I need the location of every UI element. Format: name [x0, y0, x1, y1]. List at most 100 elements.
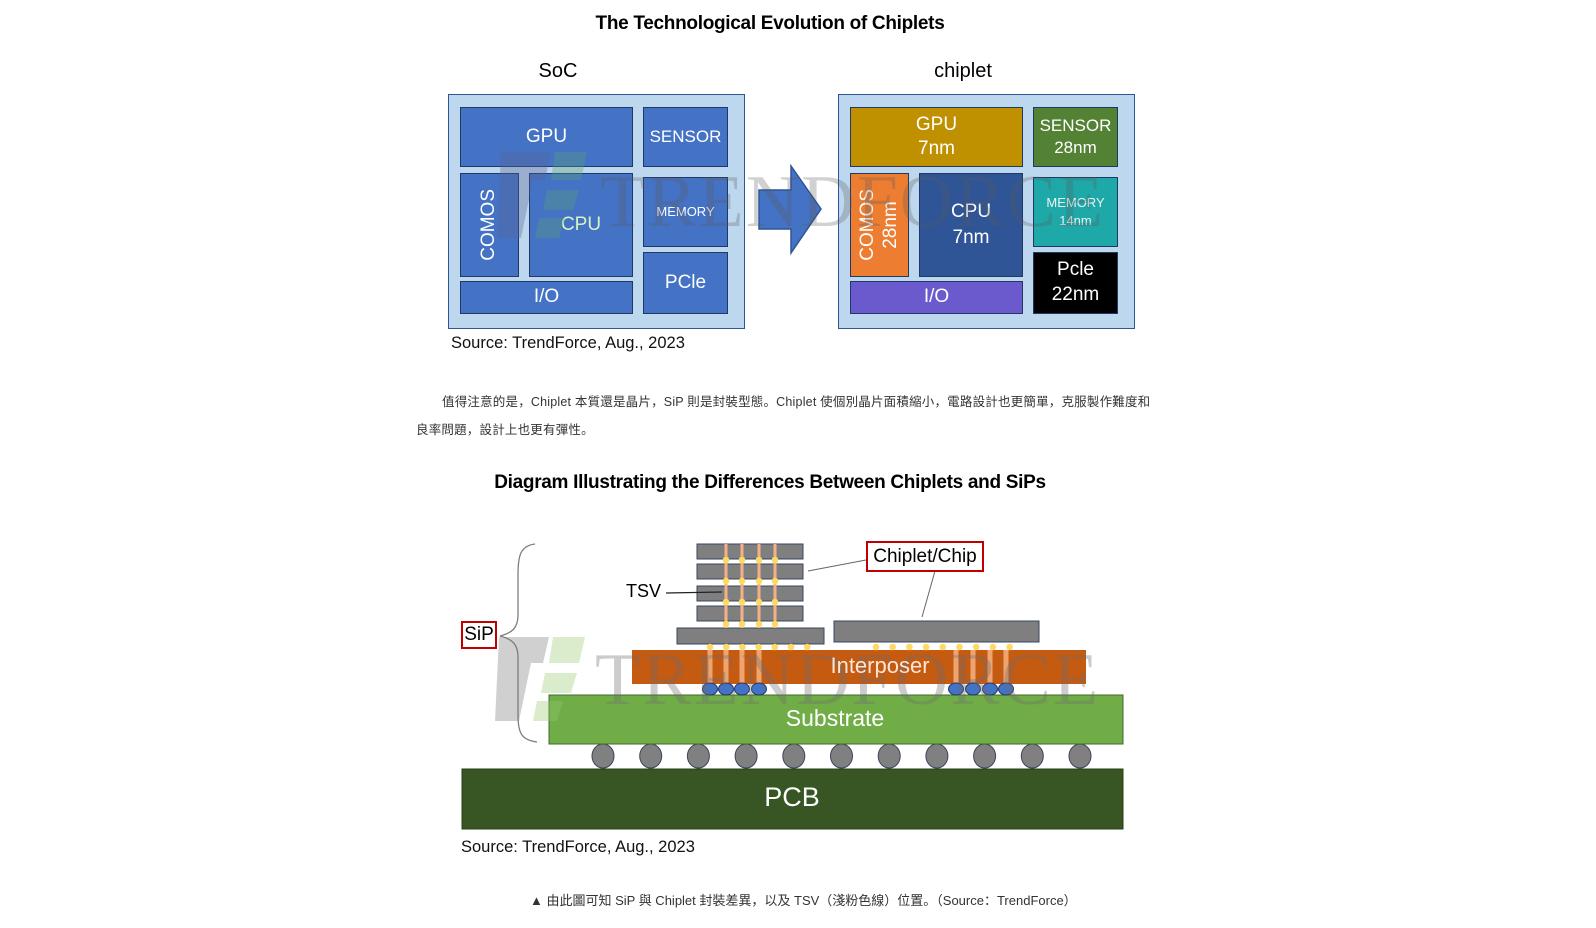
- sip-label: SiP: [461, 621, 497, 649]
- solder-ball: [925, 743, 949, 769]
- solder-ball: [1020, 743, 1044, 769]
- interposer-tsv-line: [756, 650, 762, 684]
- chiplet-chip-label: Chiplet/Chip: [866, 541, 984, 572]
- figure1-source: Source: TrendForce, Aug., 2023: [451, 334, 685, 352]
- micro-bump: [803, 643, 811, 651]
- soc-sensor-block: SENSOR: [643, 107, 728, 167]
- substrate-label: Substrate: [785, 705, 885, 731]
- micro-bump: [771, 643, 779, 651]
- solder-ball: [1068, 743, 1092, 769]
- figure1-watermark: TRENDFORCE: [600, 161, 1106, 243]
- micro-bump: [738, 556, 746, 564]
- soc-label: SoC: [538, 60, 578, 82]
- soc-memory-block: MEMORY: [643, 177, 728, 247]
- substrate-layer: [548, 694, 1124, 745]
- micro-bump: [706, 643, 714, 651]
- chiplet-diagram: GPU 7nm SENSOR 28nm COMOS 28nm CPU 7nm M…: [838, 94, 1135, 329]
- sip-diagram: [461, 543, 1124, 830]
- soc-io-block: I/O: [460, 281, 633, 314]
- soc-comos-block: COMOS: [460, 173, 519, 277]
- arrow-right-icon: [758, 163, 822, 256]
- c4-bump: [734, 682, 750, 696]
- chiplet-die: [833, 620, 1040, 643]
- pcb-layer: [461, 768, 1124, 830]
- micro-bump: [722, 577, 730, 585]
- solder-ball: [782, 743, 806, 769]
- micro-bump: [722, 620, 730, 628]
- soc-gpu-block: GPU: [460, 107, 633, 167]
- c4-bump: [751, 682, 767, 696]
- chiplet-pcie-block: Pcle 22nm: [1033, 252, 1118, 314]
- chiplet-cpu-block: CPU 7nm: [919, 173, 1023, 277]
- solder-ball: [973, 743, 997, 769]
- stacked-die: [696, 585, 804, 602]
- c4-bump: [718, 682, 734, 696]
- soc-pcie-block: PCle: [643, 252, 728, 314]
- tsv-line: [740, 544, 744, 628]
- micro-bump: [722, 598, 730, 606]
- interposer-tsv-line: [1003, 650, 1009, 684]
- micro-bump: [738, 598, 746, 606]
- trendforce-logo-icon: [495, 637, 585, 721]
- chiplet-io-block: I/O: [850, 281, 1023, 314]
- pcb-label: PCB: [764, 782, 820, 812]
- chiplet-gpu-block: GPU 7nm: [850, 107, 1023, 167]
- micro-bump: [722, 643, 730, 651]
- micro-bump: [906, 643, 913, 651]
- micro-bump: [722, 556, 730, 564]
- c4-bump: [998, 682, 1014, 696]
- micro-bump: [771, 598, 779, 606]
- c4-bump: [982, 682, 998, 696]
- solder-ball: [877, 743, 901, 769]
- interposer-tsv-line: [987, 650, 993, 684]
- tsv-line: [773, 544, 777, 628]
- interposer-tsv-line: [739, 650, 745, 684]
- interposer-tsv-line: [723, 650, 729, 684]
- chiplet-leader-line-2: [921, 570, 936, 618]
- interposer-tsv-line: [970, 650, 976, 684]
- micro-bump: [972, 643, 980, 651]
- figure2-source: Source: TrendForce, Aug., 2023: [461, 838, 695, 856]
- interposer-tsv-line: [953, 650, 959, 684]
- c4-bump: [965, 682, 981, 696]
- interposer-tsv-line: [707, 650, 713, 684]
- micro-bump: [738, 620, 746, 628]
- base-die: [676, 627, 825, 645]
- solder-ball: [734, 743, 758, 769]
- chiplet-label: chiplet: [934, 60, 992, 82]
- stacked-die: [696, 563, 804, 580]
- chiplet-leader-line-1: [807, 559, 867, 572]
- micro-bump: [755, 556, 763, 564]
- micro-bump: [1006, 643, 1013, 651]
- trendforce-logo-icon: [497, 152, 587, 238]
- micro-bump: [922, 643, 930, 651]
- tsv-line: [757, 544, 761, 628]
- solder-ball: [591, 743, 615, 769]
- chiplet-sensor-block: SENSOR 28nm: [1033, 107, 1118, 167]
- stacked-die: [696, 605, 804, 622]
- micro-bump: [939, 643, 947, 651]
- sip-brace: [499, 543, 538, 743]
- paragraph-line-1: 值得注意的是，Chiplet 本質還是晶片，SiP 則是封裝型態。Chiplet…: [442, 395, 1151, 409]
- figure2-watermark: TRENDFORCE: [595, 639, 1101, 721]
- chiplet-comos-block: COMOS 28nm: [850, 173, 909, 277]
- solder-ball: [830, 743, 853, 769]
- micro-bump: [755, 598, 763, 606]
- micro-bump: [738, 577, 746, 585]
- figure1-title: The Technological Evolution of Chiplets: [595, 13, 945, 34]
- micro-bump: [755, 643, 762, 651]
- c4-bump: [948, 682, 964, 696]
- soc-diagram: GPU SENSOR COMOS CPU MEMORY PCle I/O: [448, 94, 745, 329]
- tsv-leader-line: [665, 591, 723, 594]
- stacked-die: [696, 543, 804, 560]
- micro-bump: [956, 643, 963, 651]
- micro-bump: [989, 643, 997, 651]
- solder-ball: [639, 743, 663, 769]
- chiplet-memory-block: MEMORY 14nm: [1033, 177, 1118, 247]
- micro-bump: [755, 577, 763, 585]
- c4-bump: [702, 682, 718, 696]
- micro-bump: [771, 556, 779, 564]
- micro-bump: [739, 643, 746, 651]
- figure2-title: Diagram Illustrating the Differences Bet…: [494, 472, 1046, 493]
- micro-bump: [771, 577, 779, 585]
